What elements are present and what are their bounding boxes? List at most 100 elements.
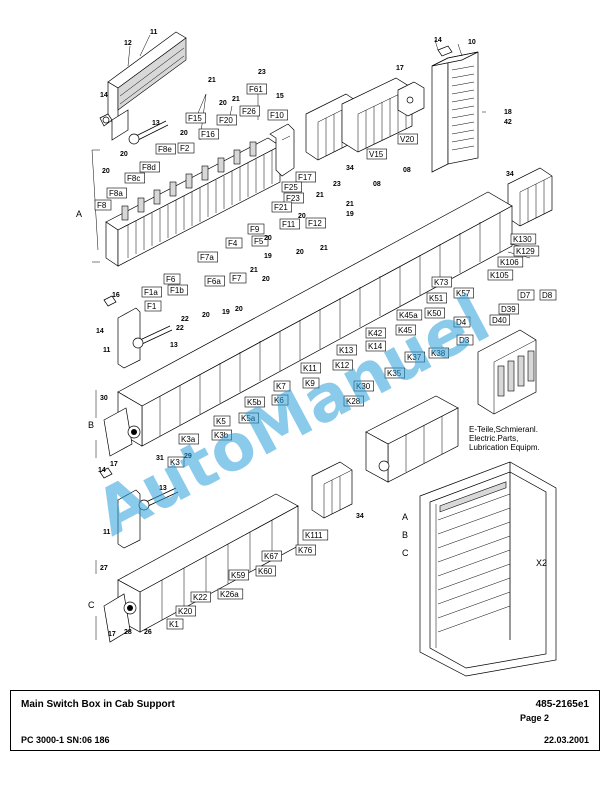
part-label-k105: K105 [487, 269, 514, 281]
fuse-terminal-strip-row-a [105, 137, 281, 267]
item-number-34-3: 34 [356, 513, 364, 520]
part-label-f8: F8 [94, 199, 112, 211]
svg-text:F11: F11 [282, 220, 296, 229]
part-label-k6: K6 [271, 394, 289, 406]
relay-rail-row-c [103, 493, 299, 643]
d-modules-group [477, 329, 537, 415]
rail-11-lower [99, 467, 179, 549]
svg-text:F9: F9 [250, 225, 260, 234]
item-number-19-3: 19 [222, 309, 230, 316]
svg-text:D8: D8 [542, 291, 553, 300]
part-label-f11: F11 [279, 218, 300, 230]
svg-text:F8: F8 [97, 201, 107, 210]
part-label-f6a: F6a [204, 275, 225, 287]
part-label-k1: K1 [166, 618, 184, 630]
item-number-20-4: 20 [102, 168, 110, 175]
part-label-f7a: F7a [197, 251, 218, 263]
svg-text:K20: K20 [178, 607, 193, 616]
legend-line-1: E-Teile,Schmieranl. [469, 425, 538, 434]
item-number-20-8: 20 [262, 276, 270, 283]
item-number-21-5: 21 [250, 267, 258, 274]
part-label-k3b: K3b [211, 429, 232, 441]
exploded-parts-diagram: F61F10F15F16F20F26F2F8eF8dF8cF8aF8F17F25… [76, 29, 557, 677]
item-number-20-3: 20 [120, 151, 128, 158]
title-block: Main Switch Box in Cab Support 485-2165e… [10, 690, 600, 751]
part-label-d8: D8 [539, 289, 557, 301]
part-label-k28: K28 [343, 395, 364, 407]
part-label-k30: K30 [353, 380, 374, 392]
item-number-21-3: 21 [316, 192, 324, 199]
svg-text:K57: K57 [456, 289, 471, 298]
svg-text:F8d: F8d [142, 163, 156, 172]
part-label-f8d: F8d [139, 161, 160, 173]
item-number-14-2: 14 [96, 328, 104, 335]
svg-text:K26a: K26a [220, 590, 239, 599]
part-label-d40: D40 [489, 314, 510, 326]
part-label-k73: K73 [431, 276, 452, 288]
part-label-k5b: K5b [244, 396, 265, 408]
svg-text:K3b: K3b [214, 431, 229, 440]
part-label-k38: K38 [428, 347, 449, 359]
screw-and-nut-top [99, 113, 169, 145]
svg-text:F7: F7 [232, 274, 242, 283]
svg-text:F8c: F8c [127, 174, 140, 183]
part-label-k35: K35 [384, 367, 405, 379]
svg-text:F2: F2 [180, 144, 190, 153]
svg-text:K5a: K5a [241, 414, 256, 423]
svg-text:F6: F6 [166, 275, 176, 284]
svg-text:F20: F20 [219, 116, 233, 125]
svg-text:K111: K111 [305, 531, 323, 540]
item-number-30: 30 [100, 395, 108, 402]
part-label-k5: K5 [213, 415, 231, 427]
svg-text:K5b: K5b [247, 398, 262, 407]
page-number: Page 2 [519, 713, 549, 723]
part-label-k129: K129 [513, 245, 540, 257]
part-label-k130: K130 [510, 233, 537, 245]
svg-text:K13: K13 [339, 346, 354, 355]
svg-text:K6: K6 [274, 396, 284, 405]
part-label-f26: F26 [239, 105, 260, 117]
part-label-k67: K67 [261, 550, 282, 562]
svg-text:K42: K42 [368, 329, 383, 338]
svg-text:D4: D4 [456, 318, 467, 327]
svg-text:D7: D7 [520, 291, 531, 300]
item-number-17-2: 17 [110, 461, 118, 468]
svg-text:F1a: F1a [144, 288, 158, 297]
part-label-k37: K37 [404, 351, 425, 363]
item-number-13-2: 13 [170, 342, 178, 349]
part-label-k60: K60 [255, 565, 276, 577]
item-number-16: 16 [112, 292, 120, 299]
item-number-21-2: 21 [232, 96, 240, 103]
part-label-f1b: F1b [167, 284, 188, 296]
item-number-34-2: 34 [506, 171, 514, 178]
item-number-20-2: 20 [180, 130, 188, 137]
part-label-k59: K59 [228, 569, 249, 581]
row-label-b: B [88, 420, 94, 430]
svg-text:K5: K5 [216, 417, 226, 426]
terminal-block-34-lower [311, 461, 353, 519]
svg-text:F5: F5 [254, 237, 264, 246]
part-label-f2: F2 [177, 142, 195, 154]
part-label-f5: F5 [251, 235, 269, 247]
svg-text:K50: K50 [427, 309, 442, 318]
part-label-d4: D4 [453, 316, 471, 328]
part-label-k26a: K26a [217, 588, 244, 600]
part-label-f15: F15 [185, 112, 206, 124]
part-label-k3: K3 [167, 456, 185, 468]
item-number-31: 31 [156, 455, 164, 462]
item-number-20-5: 20 [298, 213, 306, 220]
svg-text:K51: K51 [429, 294, 444, 303]
part-label-k111: K111 [302, 529, 329, 541]
item-number-20-6: 20 [264, 235, 272, 242]
svg-text:K45: K45 [398, 326, 413, 335]
item-number-11-3: 11 [103, 529, 111, 536]
part-label-k42: K42 [365, 327, 386, 339]
item-number-19-2: 19 [346, 211, 354, 218]
part-label-k3a: K3a [178, 433, 199, 445]
part-label-k45a: K45a [396, 309, 423, 321]
part-label-f21: F21 [271, 201, 292, 213]
svg-text:V20: V20 [400, 135, 415, 144]
svg-text:K38: K38 [431, 349, 446, 358]
part-label-d3: D3 [456, 334, 474, 346]
part-label-k11: K11 [300, 362, 321, 374]
